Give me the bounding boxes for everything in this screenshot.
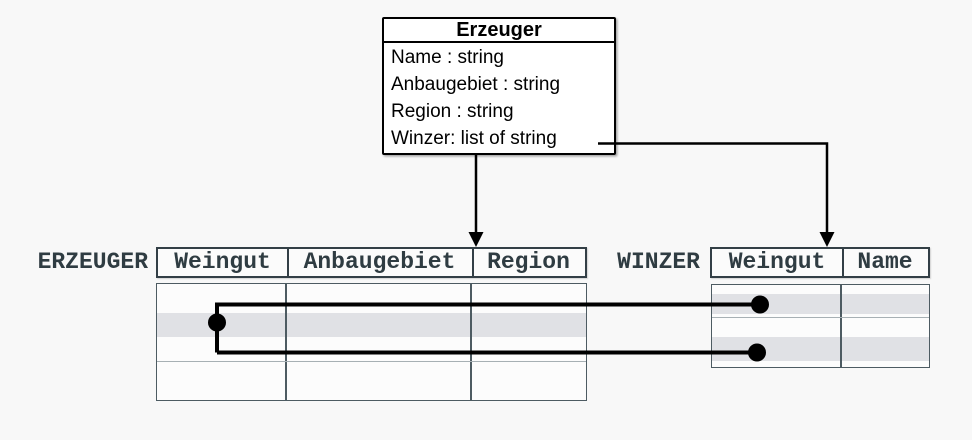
arrow-winzer-attribute-to-winzer bbox=[598, 142, 829, 236]
column-divider bbox=[285, 284, 287, 400]
highlighted-row bbox=[712, 337, 929, 361]
row-divider bbox=[712, 316, 929, 318]
column-divider bbox=[840, 285, 842, 367]
column-divider bbox=[470, 284, 472, 400]
erzeuger-header-row: Weingut Anbaugebiet Region bbox=[156, 247, 587, 278]
arrowhead-winzer-icon bbox=[819, 232, 835, 247]
header-divider bbox=[287, 249, 289, 276]
column-header-anbaugebiet: Anbaugebiet bbox=[303, 249, 456, 275]
class-box-erzeuger: Erzeuger Name : string Anbaugebiet : str… bbox=[382, 17, 616, 155]
header-divider bbox=[842, 249, 844, 276]
class-attribute-list: Name : string Anbaugebiet : string Regio… bbox=[384, 43, 614, 152]
class-title: Erzeuger bbox=[384, 19, 614, 43]
class-attribute-region: Region : string bbox=[391, 101, 514, 122]
class-attribute-winzer: Winzer: list of string bbox=[391, 128, 557, 149]
column-header-weingut: Weingut bbox=[728, 249, 826, 275]
column-header-region: Region bbox=[487, 249, 570, 275]
highlighted-row bbox=[157, 312, 586, 337]
column-header-weingut: Weingut bbox=[174, 249, 271, 275]
erzeuger-table-body bbox=[156, 283, 587, 401]
table-label-erzeuger: ERZEUGER bbox=[37, 249, 148, 275]
column-header-name: Name bbox=[857, 249, 913, 275]
arrowhead-erzeuger-icon bbox=[468, 232, 484, 247]
header-divider bbox=[472, 249, 474, 276]
class-attribute-name: Name : string bbox=[391, 47, 504, 68]
row-divider bbox=[157, 360, 586, 362]
class-attribute-anbaugebiet: Anbaugebiet : string bbox=[391, 74, 561, 95]
winzer-header-row: Weingut Name bbox=[710, 247, 930, 278]
highlighted-row bbox=[712, 293, 929, 314]
winzer-table-body bbox=[711, 284, 930, 368]
table-label-winzer: WINZER bbox=[617, 249, 700, 275]
